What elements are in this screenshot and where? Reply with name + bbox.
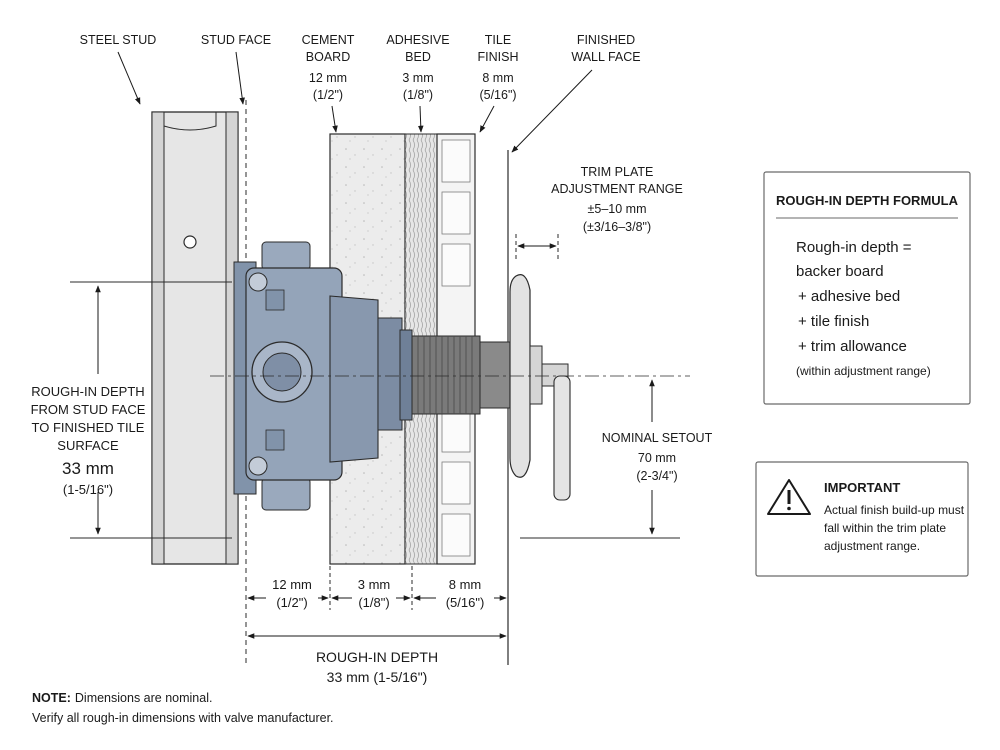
nominal-setout-label: NOMINAL SETOUT — [602, 431, 713, 445]
important-line-3: adjustment range. — [824, 539, 920, 553]
adhesive-bed-mm: 3 mm — [402, 71, 433, 85]
cement-board-mm: 12 mm — [309, 71, 347, 85]
cement-board-label-1: CEMENT — [302, 33, 355, 47]
rough-in-left-line-4: SURFACE — [57, 438, 119, 453]
rough-in-total-value: 33 mm (1-5/16") — [327, 669, 428, 685]
trim-range-label-1: TRIM PLATE — [581, 165, 654, 179]
formula-line-1: Rough-in depth = — [796, 239, 912, 256]
important-panel: IMPORTANT Actual finish build-up must fa… — [755, 461, 969, 577]
footer-note-line-2: Verify all rough-in dimensions with valv… — [32, 711, 334, 725]
nominal-setout-in: (2-3/4") — [636, 469, 677, 483]
trim-range-in: (±3/16–3/8") — [583, 220, 651, 234]
trim-range-label-2: ADJUSTMENT RANGE — [551, 182, 683, 196]
callout-cement-board: CEMENT BOARD 12 mm (1/2") — [302, 33, 355, 133]
important-line-2: fall within the trim plate — [824, 521, 946, 535]
formula-line-3: + adhesive bed — [798, 288, 900, 305]
dim-tile-finish-mm: 8 mm — [449, 577, 482, 592]
rough-in-left-mm: 33 mm — [62, 459, 114, 478]
callout-adhesive-bed: ADHESIVE BED 3 mm (1/8") — [386, 33, 450, 133]
dim-cement-board-in: (1/2") — [276, 595, 307, 610]
important-line-1: Actual finish build-up must — [824, 503, 965, 517]
formula-note: (within adjustment range) — [796, 364, 931, 378]
rough-in-left-line-1: ROUGH-IN DEPTH — [31, 384, 144, 399]
steel-stud-label: STEEL STUD — [80, 33, 157, 47]
adhesive-bed-label-1: ADHESIVE — [386, 33, 449, 47]
finished-wall-face-label-2: WALL FACE — [571, 50, 640, 64]
callout-stud-face: STUD FACE — [201, 33, 271, 105]
dim-adhesive-bed-mm: 3 mm — [358, 577, 391, 592]
trim-range-mm: ±5–10 mm — [588, 202, 647, 216]
footer-note-bold: NOTE: — [32, 691, 71, 705]
tile-finish-in: (5/16") — [479, 88, 516, 102]
stud-face-label: STUD FACE — [201, 33, 271, 47]
nominal-setout-dimension: NOMINAL SETOUT 70 mm (2-3/4") — [520, 379, 713, 539]
formula-line-4: + tile finish — [798, 313, 869, 330]
valve-body — [233, 241, 413, 511]
rough-in-total-label: ROUGH-IN DEPTH — [316, 649, 438, 665]
cement-board-label-2: BOARD — [306, 50, 350, 64]
rough-in-left-line-3: TO FINISHED TILE — [32, 420, 145, 435]
threaded-stem — [411, 335, 511, 415]
lever-handle — [541, 363, 571, 501]
trim-range-callout: TRIM PLATE ADJUSTMENT RANGE ±5–10 mm (±3… — [515, 165, 683, 262]
footer-note: NOTE: Dimensions are nominal. Verify all … — [32, 691, 334, 725]
adhesive-bed-in: (1/8") — [403, 88, 433, 102]
tile-finish-label-1: TILE — [485, 33, 511, 47]
rough-in-left-line-2: FROM STUD FACE — [31, 402, 146, 417]
tile-finish-label-2: FINISH — [478, 50, 519, 64]
formula-line-2: backer board — [796, 263, 884, 280]
nominal-setout-mm: 70 mm — [638, 451, 676, 465]
formula-panel: ROUGH-IN DEPTH FORMULA Rough-in depth = … — [763, 171, 971, 405]
rough-in-left-in: (1-5/16") — [63, 482, 113, 497]
rough-in-left-dimension: ROUGH-IN DEPTH FROM STUD FACE TO FINISHE… — [31, 281, 232, 539]
callout-tile-finish: TILE FINISH 8 mm (5/16") — [478, 33, 519, 133]
callout-finished-wall-face: FINISHED WALL FACE — [511, 33, 641, 153]
adhesive-bed-label-2: BED — [405, 50, 431, 64]
dim-cement-board-mm: 12 mm — [272, 577, 312, 592]
callout-steel-stud: STEEL STUD — [80, 33, 157, 105]
cement-board-in: (1/2") — [313, 88, 343, 102]
dim-adhesive-bed-in: (1/8") — [358, 595, 389, 610]
finished-wall-face-label-1: FINISHED — [577, 33, 635, 47]
svg-text:NOTE:Dimensions are nominal.: NOTE: Dimensions are nominal. — [32, 691, 212, 705]
steel-stud — [151, 111, 239, 565]
tile-finish-mm: 8 mm — [482, 71, 513, 85]
formula-line-5: + trim allowance — [798, 338, 907, 355]
formula-title: ROUGH-IN DEPTH FORMULA — [776, 193, 959, 208]
warning-icon — [767, 479, 811, 515]
dim-tile-finish-in: (5/16") — [446, 595, 485, 610]
footer-note-line-1: Dimensions are nominal. — [75, 691, 213, 705]
important-title: IMPORTANT — [824, 480, 900, 495]
